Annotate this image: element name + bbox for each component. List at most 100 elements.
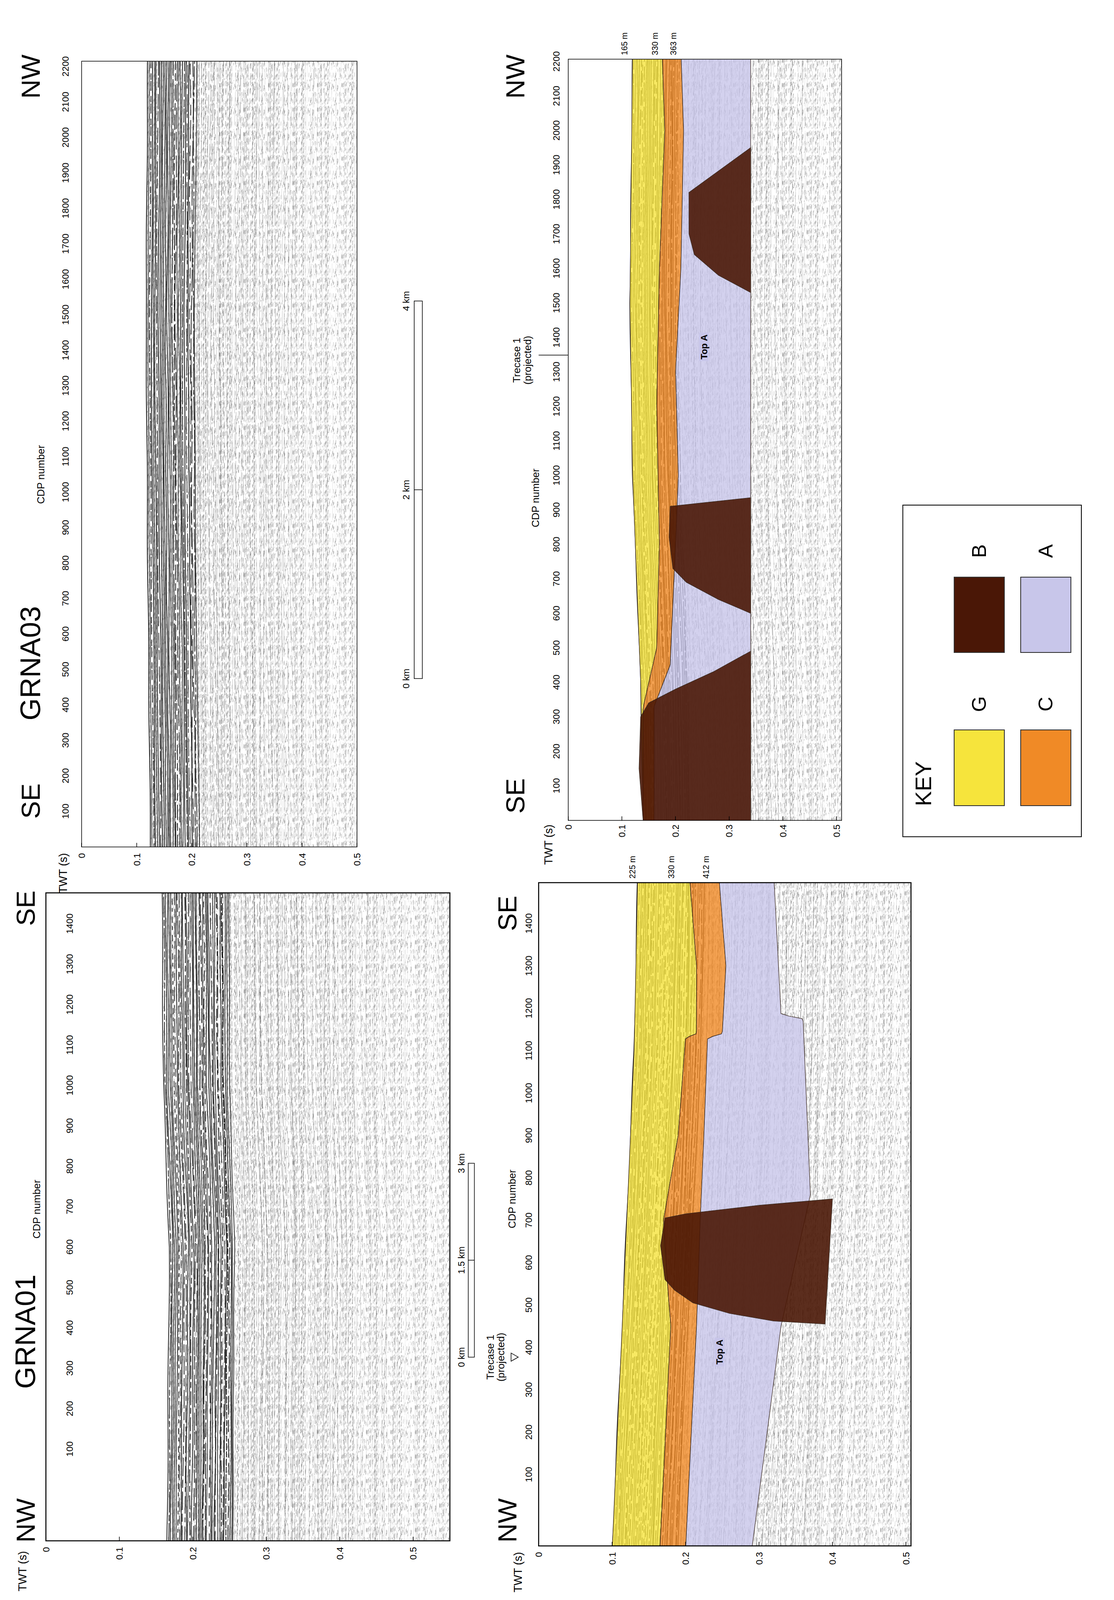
cdp-tick-label: 2000 bbox=[551, 120, 561, 141]
seismic-reflector bbox=[815, 59, 832, 821]
seismic-reflector bbox=[146, 61, 151, 847]
seismic-reflector bbox=[415, 892, 421, 1541]
twt-tick-label: 0.2 bbox=[680, 1551, 691, 1565]
axis-tick bbox=[339, 1536, 340, 1541]
cdp-tick-label: 2200 bbox=[551, 51, 561, 72]
seismic-reflector bbox=[215, 892, 223, 1541]
seismic-reflector bbox=[245, 892, 255, 1541]
cdp-tick-label: 2000 bbox=[60, 127, 71, 148]
seismic-reflector bbox=[873, 882, 904, 1546]
cdp-tick-label: 800 bbox=[551, 536, 561, 552]
twt-tick-label: 0.4 bbox=[297, 852, 307, 866]
seismic-reflector bbox=[869, 882, 898, 1546]
twt-tick-label: 0.2 bbox=[187, 852, 197, 866]
cdp-tick-label: 1000 bbox=[523, 1082, 534, 1104]
cdp-tick-label: 200 bbox=[523, 1424, 534, 1440]
axis-title: TWT (s) bbox=[16, 1550, 29, 1592]
seismic-reflector bbox=[335, 61, 340, 847]
cdp-tick-label: 1700 bbox=[551, 223, 561, 244]
seismic-reflector bbox=[201, 61, 207, 847]
axis-title: TWT (s) bbox=[57, 852, 70, 894]
seismic-reflector bbox=[400, 892, 413, 1541]
seismic-reflector bbox=[348, 892, 361, 1541]
seismic-reflector bbox=[801, 59, 814, 821]
seismic-reflector bbox=[293, 61, 302, 847]
scale-label: 3 km bbox=[456, 1153, 466, 1174]
seismic-reflector bbox=[424, 892, 435, 1541]
legend-box bbox=[902, 505, 1082, 837]
cdp-tick-label: 1000 bbox=[551, 464, 561, 486]
cdp-tick-label: 500 bbox=[523, 1297, 534, 1313]
seismic-reflector bbox=[353, 61, 357, 847]
seismic-reflector bbox=[261, 61, 267, 847]
seismic-reflector bbox=[224, 61, 230, 847]
seismic-reflector bbox=[413, 892, 424, 1541]
scale-label: 0 km bbox=[456, 1347, 466, 1367]
well-marker bbox=[510, 1352, 519, 1362]
scale-label: 1.5 km bbox=[456, 1246, 466, 1274]
seismic-reflector bbox=[256, 61, 261, 847]
cdp-tick-label: 1300 bbox=[60, 375, 71, 396]
seismic-reflector bbox=[249, 61, 256, 847]
legend-label: C bbox=[1034, 696, 1057, 712]
seismic-reflector bbox=[894, 882, 912, 1546]
seismic-reflector bbox=[847, 882, 878, 1546]
seismic-reflector bbox=[337, 892, 348, 1541]
well-label: Trecase 1 (projected) bbox=[485, 1323, 507, 1391]
axis-tick bbox=[413, 1536, 414, 1541]
panel-frame bbox=[46, 892, 450, 1541]
cdp-tick-label: 900 bbox=[551, 502, 561, 518]
cdp-tick-label: 1000 bbox=[64, 1075, 75, 1096]
seismic-reflector bbox=[795, 59, 812, 821]
seismic-reflector bbox=[860, 882, 889, 1546]
cdp-tick-label: 800 bbox=[60, 555, 71, 571]
panel-title: GRNA03 bbox=[15, 605, 46, 721]
seismic-reflector bbox=[392, 892, 398, 1541]
panel-direction: NW bbox=[501, 54, 530, 99]
axis-tick bbox=[621, 816, 622, 821]
seismic-reflector bbox=[305, 61, 307, 847]
seismic-reflector bbox=[417, 892, 424, 1541]
cdp-tick-label: 1900 bbox=[551, 154, 561, 176]
seismic-reflector bbox=[311, 892, 319, 1541]
seismic-reflector bbox=[352, 892, 364, 1541]
axis-tick bbox=[266, 1536, 267, 1541]
seismic-reflector bbox=[188, 892, 196, 1541]
legend-swatch bbox=[1020, 576, 1072, 654]
seismic-reflector bbox=[442, 892, 450, 1541]
twt-tick-label: 0.5 bbox=[352, 852, 362, 866]
seismic-reflector bbox=[290, 61, 298, 847]
seismic-reflector bbox=[183, 61, 189, 847]
panel-direction: NW bbox=[492, 1498, 522, 1543]
seismic-reflector bbox=[754, 59, 772, 821]
seismic-reflector bbox=[329, 61, 337, 847]
cdp-tick-label: 1800 bbox=[60, 197, 71, 219]
seismic-reflector bbox=[260, 892, 269, 1541]
axis-tick bbox=[538, 1541, 539, 1546]
cdp-tick-label: 1400 bbox=[551, 327, 561, 348]
horizon-label: Top A bbox=[714, 1337, 724, 1367]
seismic-reflector bbox=[781, 59, 793, 821]
cdp-tick-label: 2100 bbox=[60, 91, 71, 113]
cdp-tick-label: 1100 bbox=[60, 446, 71, 467]
seismic-reflector bbox=[836, 59, 842, 821]
twt-tick-label: 0.3 bbox=[724, 824, 735, 837]
seismic-reflector bbox=[306, 61, 311, 847]
seismic-reflector bbox=[194, 61, 200, 847]
seismic-reflector bbox=[313, 61, 321, 847]
cdp-tick-label: 300 bbox=[60, 732, 71, 749]
seismic-reflector bbox=[899, 882, 912, 1546]
twt-tick-label: 0.3 bbox=[754, 1551, 764, 1565]
seismic-reflector bbox=[348, 61, 357, 847]
seismic-reflector bbox=[218, 61, 224, 847]
seismic-reflector bbox=[434, 892, 447, 1541]
cdp-tick-label: 1800 bbox=[551, 189, 561, 210]
seismic-reflector bbox=[343, 61, 348, 847]
scale-bar bbox=[468, 1162, 475, 1357]
legend-title: KEY bbox=[911, 761, 935, 806]
twt-tick-label: 0 bbox=[77, 852, 87, 858]
seismic-reflector bbox=[315, 892, 321, 1541]
cdp-tick-label: 1900 bbox=[60, 162, 71, 183]
seismic-reflector bbox=[224, 892, 232, 1541]
